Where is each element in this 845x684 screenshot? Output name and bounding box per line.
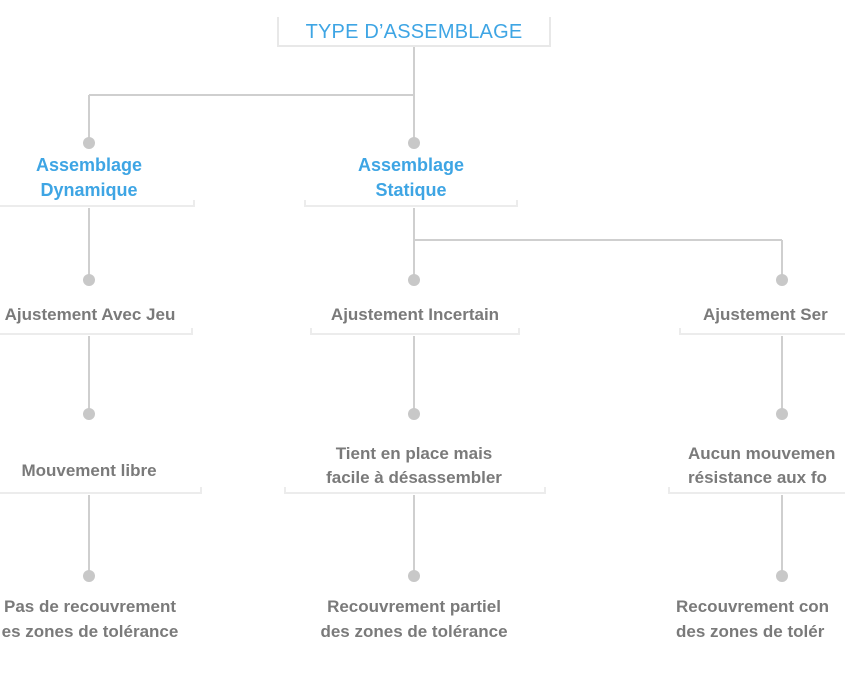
overlap-none-line1: Pas de recouvrement bbox=[4, 597, 176, 616]
node-assemblage-statique: Assemblage Statique bbox=[311, 153, 511, 203]
behaviour-aucun-line1: Aucun mouvemen bbox=[688, 444, 836, 463]
fit-jeu-underline bbox=[0, 328, 193, 335]
node-recouvrement-partiel: Recouvrement partiel des zones de toléra… bbox=[294, 594, 534, 644]
behaviour-place-line1: Tient en place mais bbox=[335, 444, 493, 463]
dot-overlap-none bbox=[83, 570, 95, 582]
node-mouvement-libre: Mouvement libre bbox=[0, 461, 189, 481]
behaviour-place-line2: facile à désassembler bbox=[326, 468, 502, 487]
overlap-none-line2: es zones de tolérance bbox=[1, 622, 179, 641]
overlap-full-line1: Recouvrement con bbox=[676, 597, 830, 616]
behaviour-aucun-underline bbox=[668, 487, 845, 494]
dynamic-underline bbox=[0, 200, 195, 207]
overlap-partial-line2: des zones de tolérance bbox=[320, 622, 508, 641]
dot-behaviour-aucun bbox=[776, 408, 788, 420]
node-recouvrement-complet: Recouvrement con des zones de tolér bbox=[676, 594, 845, 644]
fit-jeu-label: Ajustement Avec Jeu bbox=[4, 305, 176, 324]
dot-overlap-full bbox=[776, 570, 788, 582]
dot-fit-incertain bbox=[408, 274, 420, 286]
static-label-line2: Statique bbox=[375, 180, 447, 200]
behaviour-aucun-line2: résistance aux fo bbox=[688, 468, 827, 487]
root-node-box bbox=[277, 17, 551, 47]
node-ajustement-serre: Ajustement Ser bbox=[703, 305, 845, 325]
behaviour-libre-underline bbox=[0, 487, 202, 494]
dot-overlap-partial bbox=[408, 570, 420, 582]
dynamic-label-line2-text: Dynamique bbox=[40, 180, 138, 200]
dot-behaviour-libre bbox=[83, 408, 95, 420]
behaviour-place-underline bbox=[284, 487, 546, 494]
dynamic-label-line1: Assemblage bbox=[35, 155, 143, 175]
dot-behaviour-place bbox=[408, 408, 420, 420]
fit-serre-label: Ajustement Ser bbox=[703, 305, 828, 324]
node-tient-en-place: Tient en place mais facile à désassemble… bbox=[284, 442, 544, 490]
dot-fit-jeu bbox=[83, 274, 95, 286]
dot-fit-serre bbox=[776, 274, 788, 286]
fit-incertain-underline bbox=[310, 328, 520, 335]
dot-static bbox=[408, 137, 420, 149]
behaviour-libre-label: Mouvement libre bbox=[21, 461, 157, 480]
overlap-full-line2: des zones de tolér bbox=[676, 622, 825, 641]
node-ajustement-avec-jeu: Ajustement Avec Jeu bbox=[0, 305, 200, 325]
root-title: TYPE D’ASSEMBLAGE bbox=[305, 21, 523, 43]
fit-serre-underline bbox=[679, 328, 845, 335]
node-pas-de-recouvrement: Pas de recouvrement es zones de toléranc… bbox=[0, 594, 200, 644]
overlap-partial-line1: Recouvrement partiel bbox=[327, 597, 501, 616]
node-aucun-mouvement: Aucun mouvemen résistance aux fo bbox=[688, 442, 845, 490]
static-label-line1: Assemblage bbox=[357, 155, 465, 175]
dot-dynamic bbox=[83, 137, 95, 149]
node-assemblage-dynamique: Assemblage Statique Dynamique bbox=[0, 153, 189, 203]
static-underline bbox=[304, 200, 518, 207]
fit-incertain-label: Ajustement Incertain bbox=[330, 305, 500, 324]
node-ajustement-incertain: Ajustement Incertain bbox=[301, 305, 529, 325]
